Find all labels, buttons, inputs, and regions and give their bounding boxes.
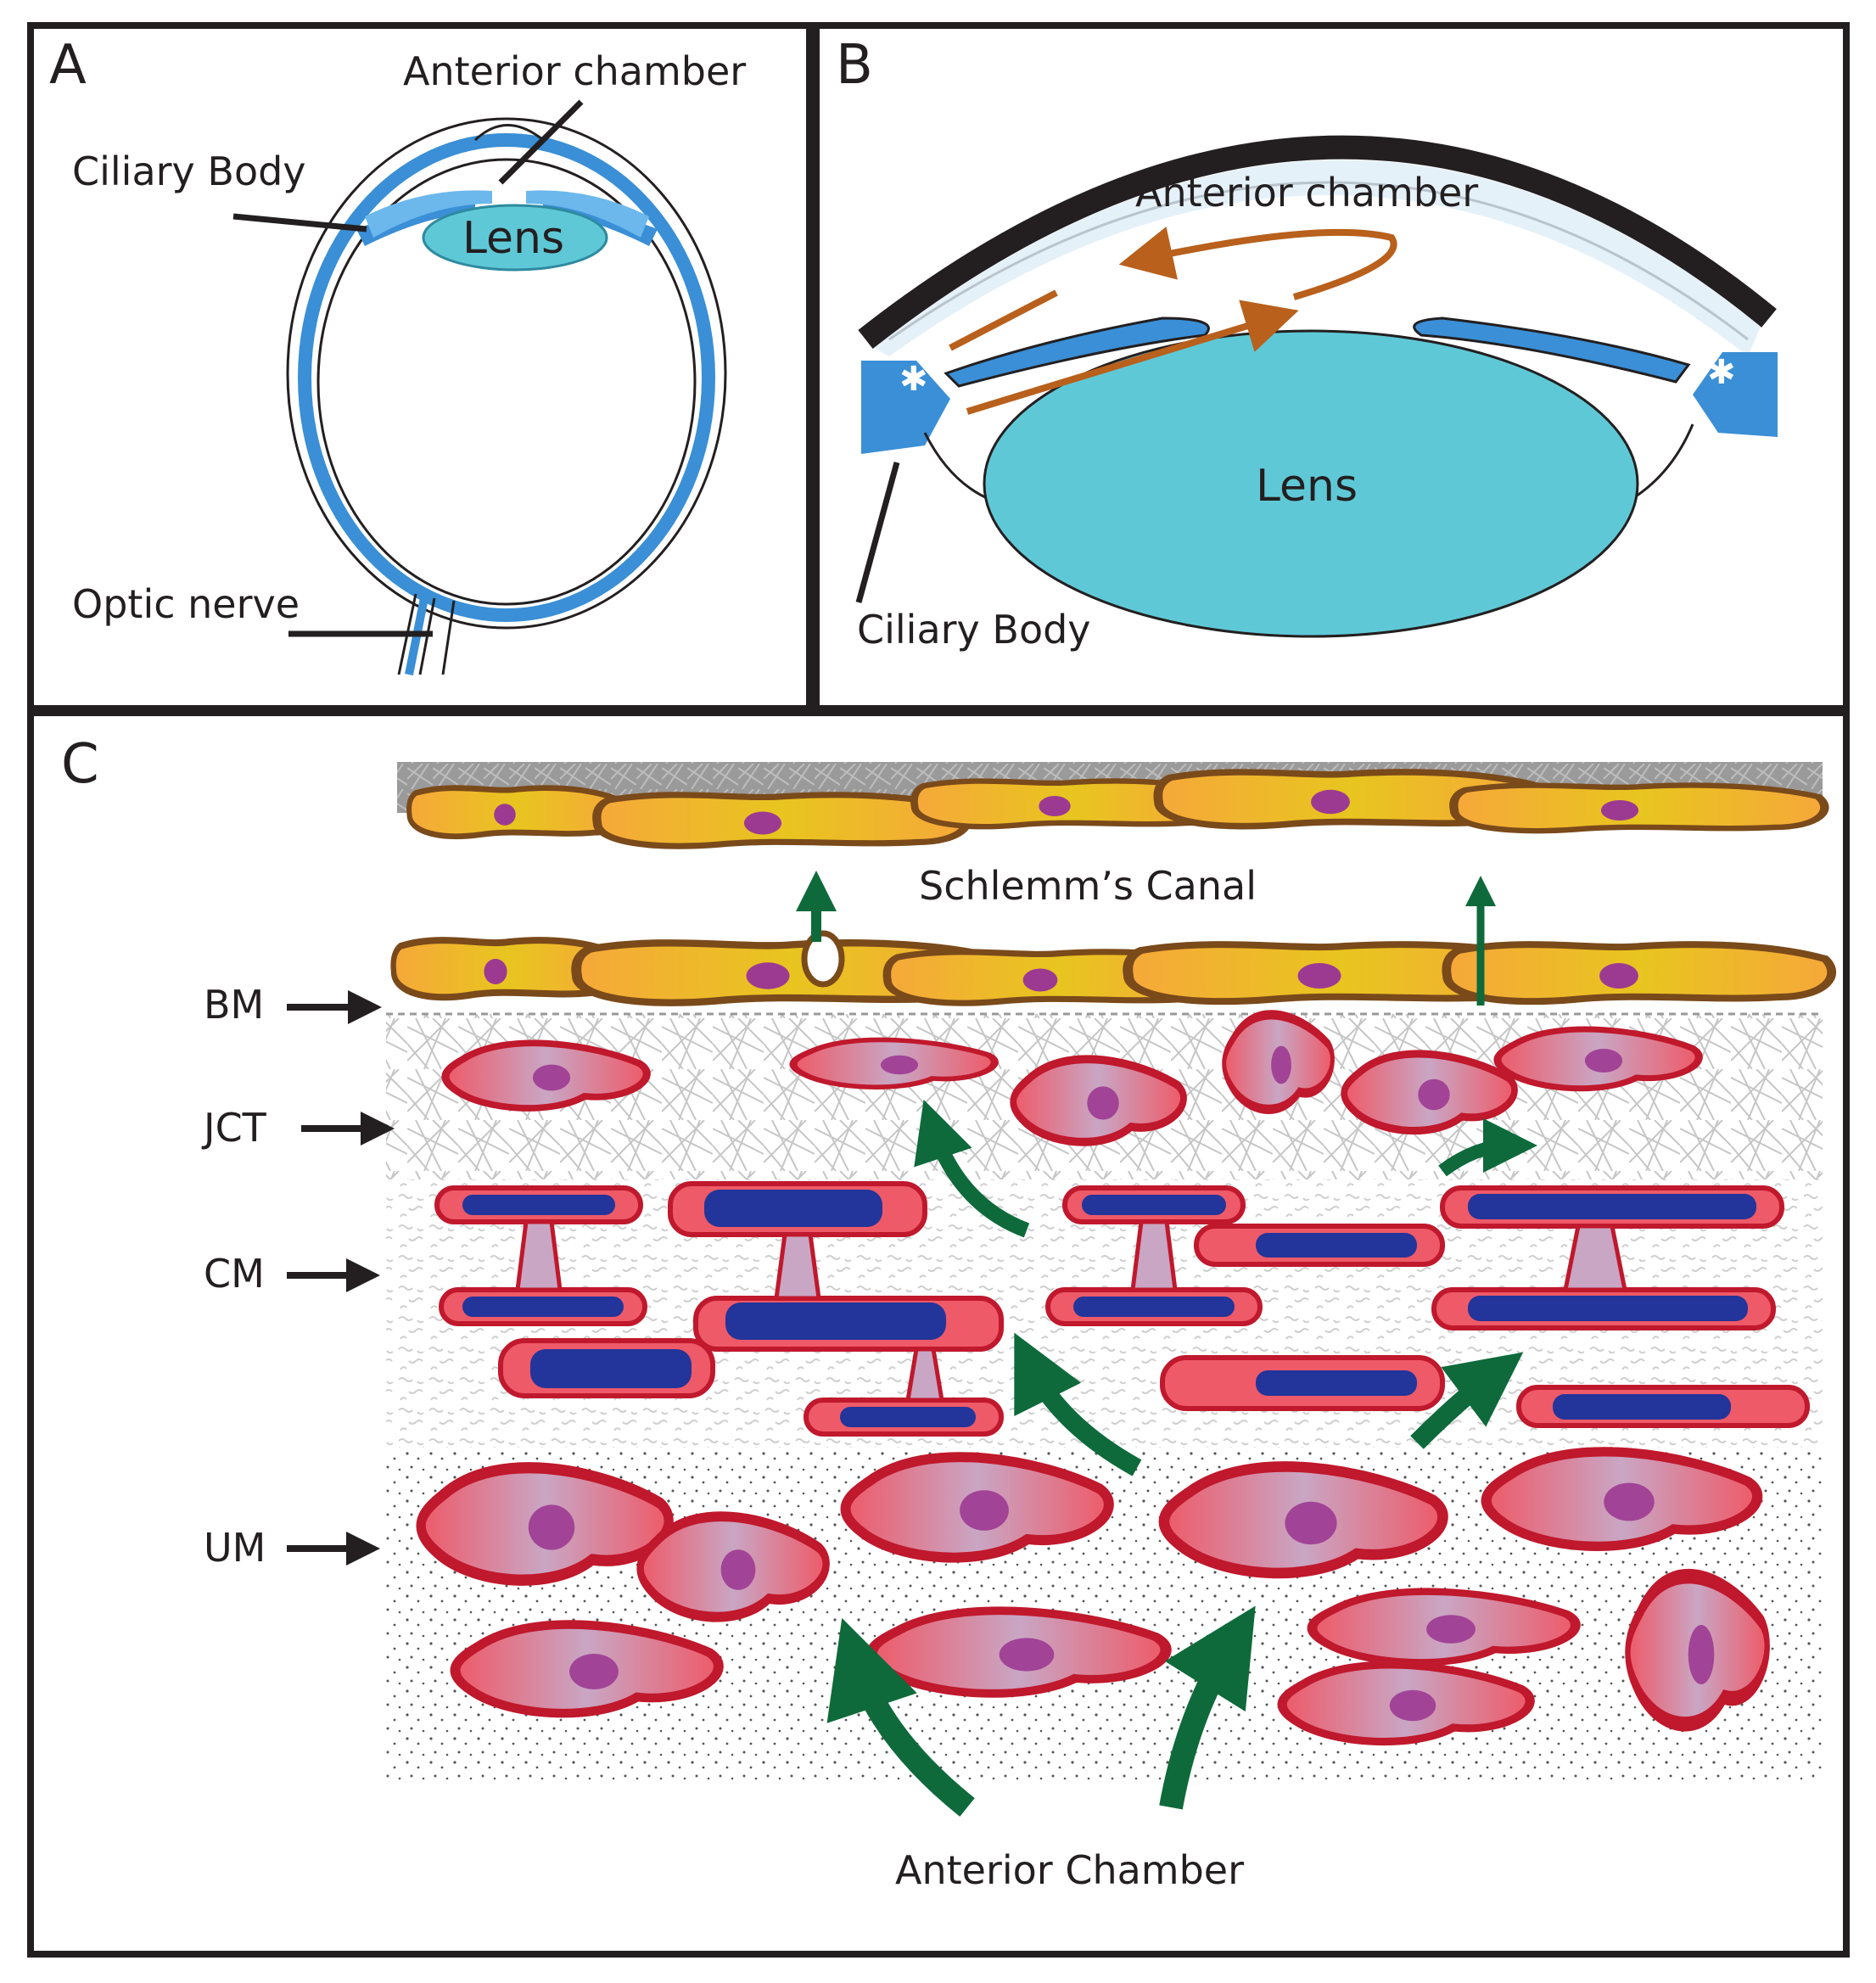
layer-label-bm: BM bbox=[204, 982, 264, 1028]
asterisk-right: ✱ bbox=[1707, 353, 1736, 392]
iris-left bbox=[944, 316, 1210, 388]
cm-beam-3 bbox=[498, 1338, 715, 1398]
label-ciliary-body-b: Ciliary Body bbox=[857, 607, 1091, 653]
cm-beam-1 bbox=[434, 1185, 647, 1326]
iris-right bbox=[1413, 316, 1691, 384]
lens-a bbox=[422, 204, 608, 272]
layer-label-um: UM bbox=[204, 1525, 266, 1571]
cm-beam-6 bbox=[1194, 1224, 1445, 1267]
layer-label-jct: JCT bbox=[201, 1105, 267, 1151]
panel-c-frame bbox=[27, 709, 1850, 1958]
label-anterior-chamber-b: Anterior chamber bbox=[1135, 170, 1478, 216]
label-optic-nerve: Optic nerve bbox=[72, 581, 300, 627]
panel-frames bbox=[27, 22, 1850, 1958]
drainage-arrows bbox=[796, 871, 1537, 1817]
eye-globe-illustration bbox=[286, 117, 727, 675]
cm-beam-5 bbox=[1045, 1185, 1263, 1326]
layer-pointer-arrows bbox=[287, 990, 395, 1566]
layer-label-cm: CM bbox=[204, 1251, 265, 1297]
panel-b: B ✱ ✱ Anterior chamber Lens Ciliary Body bbox=[836, 34, 1778, 653]
panel-b-frame bbox=[813, 22, 1850, 712]
label-anterior-chamber-c: Anterior Chamber bbox=[895, 1847, 1244, 1893]
asterisk-left: ✱ bbox=[899, 360, 928, 399]
lens-b bbox=[983, 329, 1639, 638]
label-ciliary-body-a: Ciliary Body bbox=[72, 148, 306, 194]
anterior-segment-illustration: ✱ ✱ bbox=[858, 135, 1778, 638]
cornea bbox=[858, 135, 1777, 350]
label-lens-a: Lens bbox=[462, 213, 564, 264]
cm-cells bbox=[434, 1181, 1810, 1437]
panel-b-letter: B bbox=[836, 34, 873, 97]
label-lens-b: Lens bbox=[1256, 461, 1358, 512]
ciliary-body-b-right bbox=[1693, 352, 1778, 437]
label-anterior-chamber-a: Anterior chamber bbox=[403, 48, 746, 94]
cm-beam-2 bbox=[668, 1181, 1004, 1352]
giant-vacuole bbox=[801, 930, 845, 988]
cm-beam-4 bbox=[804, 1347, 1004, 1437]
panel-c-letter: C bbox=[61, 733, 99, 796]
cm-beam-7 bbox=[1160, 1355, 1445, 1411]
panel-a-letter: A bbox=[49, 34, 87, 97]
pointer-anterior-chamber-a bbox=[498, 99, 584, 185]
ciliary-body-b-left bbox=[861, 361, 950, 454]
aqueous-flow-arrows bbox=[949, 227, 1397, 415]
schlemms-canal-inner-wall bbox=[394, 930, 1832, 1003]
pointer-ciliary-body-a bbox=[232, 213, 367, 232]
label-schlemms-canal: Schlemm’s Canal bbox=[919, 863, 1257, 909]
cm-beam-8 bbox=[1431, 1185, 1784, 1330]
panel-a-frame bbox=[27, 22, 813, 712]
pointer-ciliary-body-b bbox=[855, 462, 900, 603]
panel-c: C bbox=[61, 733, 1832, 1893]
cm-beam-9 bbox=[1516, 1385, 1810, 1428]
panel-a: A Anterior chamber Ciliary Body Lens Opt… bbox=[49, 34, 746, 675]
ciliary-body-left bbox=[356, 202, 475, 246]
